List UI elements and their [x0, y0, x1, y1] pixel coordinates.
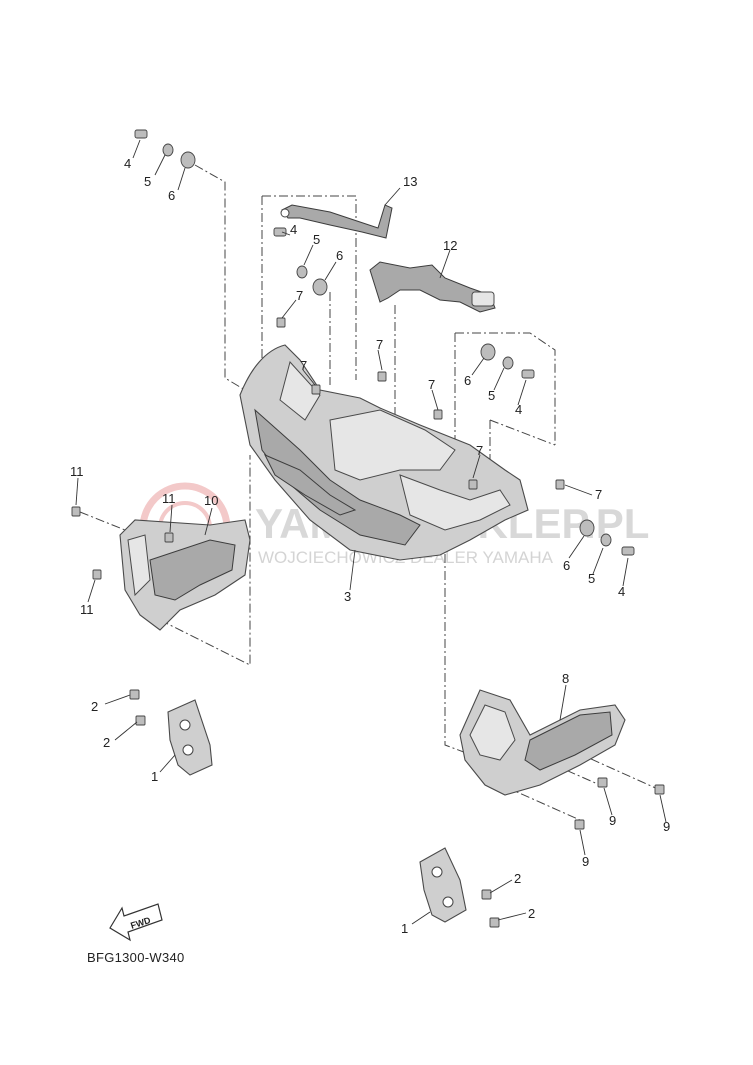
bracket-plate-1-right — [419, 847, 467, 923]
callout-2: 2 — [91, 699, 98, 714]
callout-7: 7 — [595, 487, 602, 502]
callout-3: 3 — [344, 589, 351, 604]
callout-11: 11 — [80, 602, 94, 617]
callout-8: 8 — [562, 671, 569, 686]
callout-12: 12 — [443, 238, 457, 253]
callout-5: 5 — [488, 388, 495, 403]
callout-4: 4 — [515, 402, 522, 417]
callout-11: 11 — [162, 491, 176, 506]
callout-7: 7 — [476, 443, 483, 458]
callout-1: 1 — [401, 921, 408, 936]
callout-9: 9 — [663, 819, 670, 834]
callout-7: 7 — [296, 288, 303, 303]
callout-11: 11 — [70, 464, 84, 479]
callout-9: 9 — [582, 854, 589, 869]
assembly-lines — [79, 164, 661, 821]
lower-guard-8 — [459, 689, 626, 796]
callout-6: 6 — [168, 188, 175, 203]
callout-6: 6 — [563, 558, 570, 573]
bracket-12 — [369, 261, 496, 313]
bracket-plate-1-left — [167, 699, 213, 776]
callout-4: 4 — [124, 156, 131, 171]
callout-4: 4 — [618, 584, 625, 599]
callouts: 4 5 6 13 4 5 6 12 7 7 7 7 6 5 4 7 11 11 … — [70, 156, 670, 936]
fasteners — [71, 129, 665, 928]
callout-9: 9 — [609, 813, 616, 828]
callout-1: 1 — [151, 769, 158, 784]
callout-5: 5 — [588, 571, 595, 586]
callout-2: 2 — [514, 871, 521, 886]
callout-4: 4 — [290, 222, 297, 237]
side-panel-10 — [119, 519, 251, 631]
callout-6: 6 — [464, 373, 471, 388]
callout-5: 5 — [313, 232, 320, 247]
callout-13: 13 — [403, 174, 417, 189]
front-cowl — [239, 344, 529, 561]
callout-7: 7 — [376, 337, 383, 352]
callout-7: 7 — [428, 377, 435, 392]
bracket-13 — [280, 204, 393, 239]
fwd-arrow-icon: FWD — [109, 903, 163, 942]
callout-2: 2 — [528, 906, 535, 921]
callout-10: 10 — [204, 493, 218, 508]
callout-2: 2 — [103, 735, 110, 750]
callout-5: 5 — [144, 174, 151, 189]
leader-lines — [75, 139, 667, 925]
callout-6: 6 — [336, 248, 343, 263]
diagram-code: BFG1300-W340 — [87, 950, 185, 965]
callout-7: 7 — [300, 358, 307, 373]
